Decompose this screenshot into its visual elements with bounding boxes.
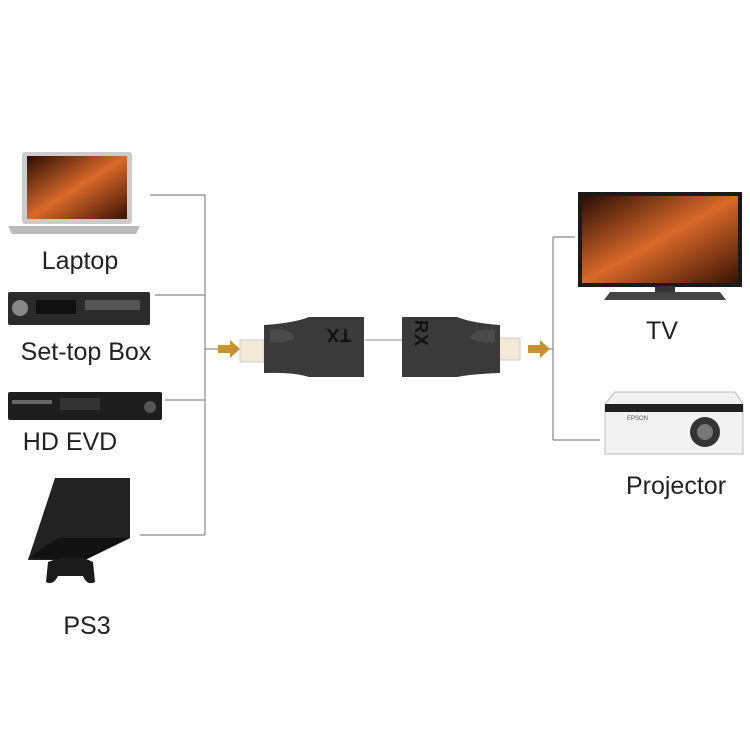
tv-icon [578,192,742,300]
input-arrow-icon [218,340,240,358]
display-bracket-lines [548,236,600,441]
display-label-projector: Projector [625,472,727,500]
set-top-box-icon [8,292,150,325]
source-bracket-lines [140,194,218,536]
game-console-icon [28,478,130,584]
rx-label: RX [411,319,432,348]
rx-adapter [402,317,521,377]
source-label-set-top-box: Set-top Box [20,338,152,366]
source-label-hd-evd: HD EVD [22,428,118,456]
projector-brand: EPSON [627,416,649,422]
source-label-ps3: PS3 [63,612,111,640]
output-arrow-icon [528,340,550,358]
display-label-tv: TV [646,317,678,345]
tx-label-box: TX [318,318,358,358]
laptop-icon [8,152,140,234]
tx-label: TX [326,325,352,345]
tx-adapter [239,317,364,377]
rx-label-box: RX [405,318,445,358]
projector-icon [604,391,744,455]
source-label-laptop: Laptop [41,247,119,275]
dvd-player-icon [8,392,162,420]
